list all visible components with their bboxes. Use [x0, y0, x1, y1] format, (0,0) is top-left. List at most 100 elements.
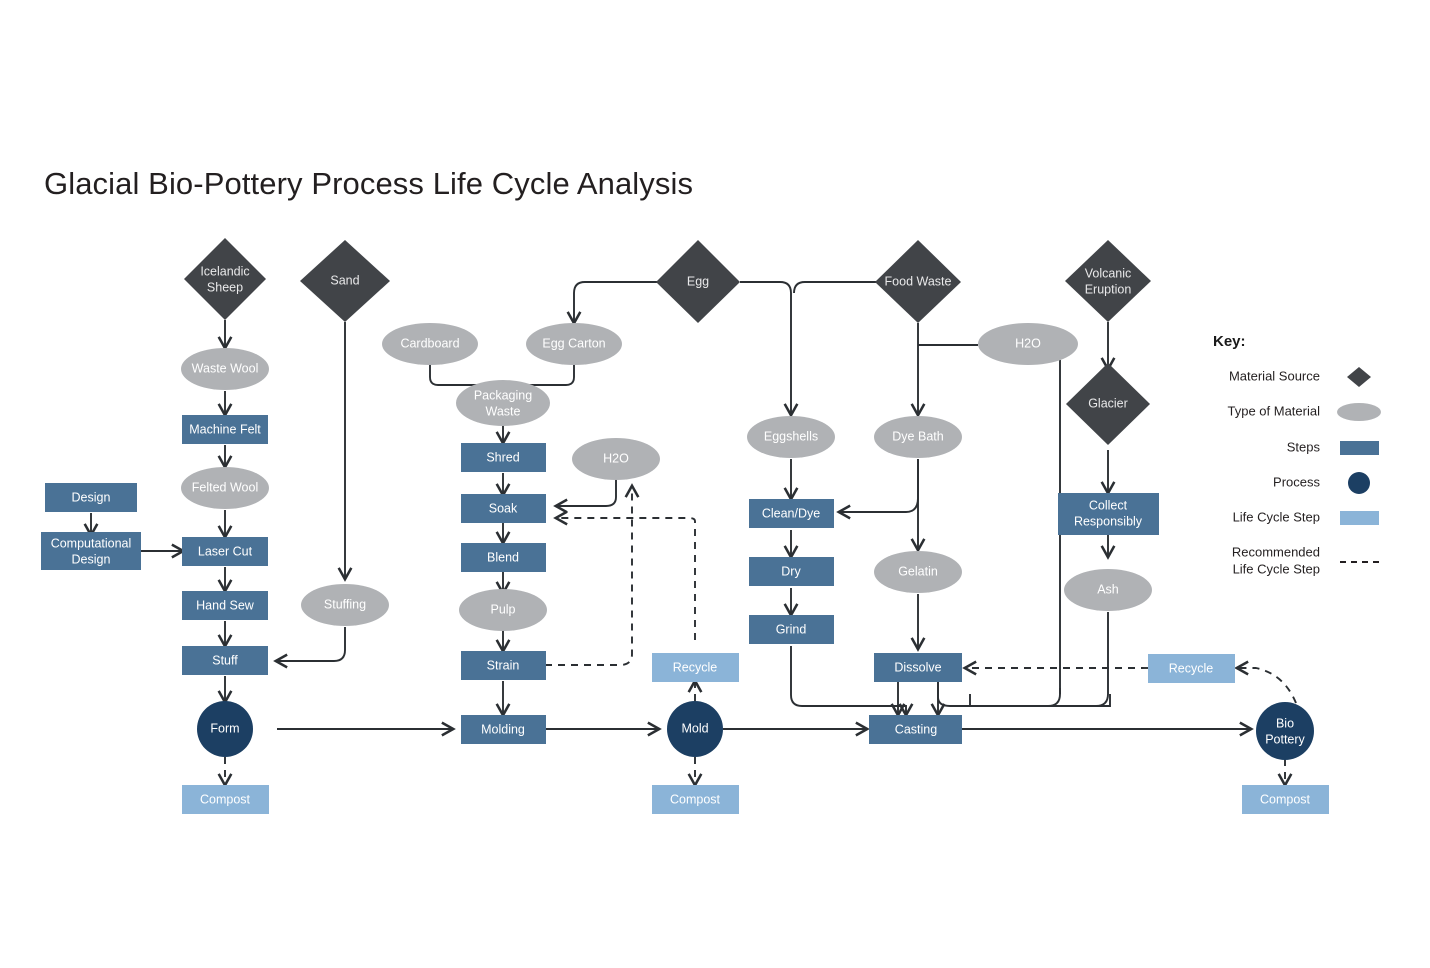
node-recycle-right[interactable]: Recycle [1148, 654, 1235, 683]
process-circle-icon [1348, 472, 1370, 494]
node-egg-carton[interactable]: Egg Carton [526, 323, 622, 365]
node-label: Gelatin [898, 564, 938, 578]
node-strain[interactable]: Strain [461, 651, 546, 680]
node-label: Eggshells [764, 429, 818, 443]
node-soak[interactable]: Soak [461, 494, 546, 523]
material-source-diamond-icon [1347, 367, 1371, 387]
node-h2o-right[interactable]: H2O [978, 323, 1078, 365]
node-bio-pottery[interactable]: Bio Pottery [1256, 702, 1314, 760]
node-label: Recycle [673, 660, 718, 674]
node-compost-right[interactable]: Compost [1242, 785, 1329, 814]
node-label: Food Waste [885, 274, 952, 288]
node-label: Icelandic [200, 264, 249, 278]
node-packaging-waste[interactable]: Packaging Waste [456, 380, 550, 426]
node-label: Volcanic [1085, 266, 1132, 280]
node-label: Stuffing [324, 597, 366, 611]
node-shred[interactable]: Shred [461, 443, 546, 472]
key-label-recommended-line2: Life Cycle Step [1233, 561, 1320, 576]
node-clean-dye[interactable]: Clean/Dye [749, 499, 834, 528]
node-compost-left[interactable]: Compost [182, 785, 269, 814]
node-waste-wool[interactable]: Waste Wool [181, 348, 269, 390]
edge-h2oright-down [969, 360, 1061, 707]
node-stuffing[interactable]: Stuffing [301, 584, 389, 626]
node-grind[interactable]: Grind [749, 615, 834, 644]
node-label: Ash [1097, 582, 1119, 596]
node-label: Computational [51, 536, 132, 550]
steps-rect-icon [1340, 441, 1379, 455]
node-label: Casting [895, 722, 937, 736]
node-label: Pottery [1265, 732, 1305, 746]
edge-h2o-soak [557, 474, 617, 506]
key-label-recommended-line1: Recommended [1232, 544, 1320, 559]
edge-egg-eggcarton [574, 281, 657, 322]
key-label-material-source: Material Source [1229, 368, 1320, 383]
node-label: Clean/Dye [762, 506, 820, 520]
node-sand[interactable]: Sand [300, 240, 390, 322]
node-label: Strain [487, 658, 520, 672]
key-label-type-of-material: Type of Material [1228, 403, 1321, 418]
node-casting[interactable]: Casting [869, 715, 962, 744]
page-title: Glacial Bio-Pottery Process Life Cycle A… [44, 166, 694, 201]
node-label: Collect [1089, 498, 1128, 512]
node-food-waste[interactable]: Food Waste [875, 240, 961, 323]
node-blend[interactable]: Blend [461, 543, 546, 572]
life-cycle-step-rect-icon [1340, 511, 1379, 525]
node-dry[interactable]: Dry [749, 557, 834, 586]
key-heading: Key: [1213, 333, 1246, 350]
node-design[interactable]: Design [45, 483, 137, 512]
node-dye-bath[interactable]: Dye Bath [874, 416, 962, 458]
node-collect-responsibly[interactable]: Collect Responsibly [1058, 493, 1159, 535]
node-label: H2O [603, 451, 629, 465]
node-label: Cardboard [400, 336, 459, 350]
nodes-layer: Icelandic Sheep Sand Egg Food Waste [41, 238, 1329, 814]
node-stuff[interactable]: Stuff [182, 646, 268, 675]
node-compost-mid[interactable]: Compost [652, 785, 739, 814]
node-label: Packaging [474, 388, 532, 402]
node-computational-design[interactable]: Computational Design [41, 532, 141, 570]
node-machine-felt[interactable]: Machine Felt [182, 415, 268, 444]
node-cardboard[interactable]: Cardboard [382, 323, 478, 365]
node-pulp[interactable]: Pulp [459, 589, 547, 631]
node-ash[interactable]: Ash [1064, 569, 1152, 611]
node-recycle-mid[interactable]: Recycle [652, 653, 739, 682]
node-label: Soak [489, 501, 518, 515]
node-label: Waste [486, 404, 521, 418]
node-label: Machine Felt [189, 422, 261, 436]
node-label: Egg [687, 274, 709, 288]
node-label: Egg Carton [542, 336, 605, 350]
node-label: Responsibly [1074, 514, 1143, 528]
edge-ash-casting [986, 612, 1109, 707]
node-volcanic-eruption[interactable]: Volcanic Eruption [1065, 240, 1151, 322]
node-gelatin[interactable]: Gelatin [874, 551, 962, 593]
node-eggshells[interactable]: Eggshells [747, 416, 835, 458]
node-label: Eruption [1085, 282, 1132, 296]
node-form[interactable]: Form [197, 701, 253, 757]
node-glacier[interactable]: Glacier [1066, 363, 1150, 445]
edge-stuffing-stuff [277, 627, 346, 661]
key-label-steps: Steps [1287, 439, 1321, 454]
node-dissolve[interactable]: Dissolve [874, 653, 962, 682]
node-label: Design [72, 552, 111, 566]
node-egg[interactable]: Egg [656, 240, 740, 323]
edge-grind-casting [790, 646, 906, 714]
node-label: Mold [681, 721, 708, 735]
node-label: Dye Bath [892, 429, 943, 443]
node-label: Hand Sew [196, 598, 255, 612]
node-hand-sew[interactable]: Hand Sew [182, 591, 268, 620]
key-label-process: Process [1273, 474, 1320, 489]
node-label: Compost [1260, 792, 1311, 806]
key-legend: Key: Material Source Type of Material St… [1213, 333, 1381, 576]
node-h2o-pulp[interactable]: H2O [572, 438, 660, 480]
node-molding[interactable]: Molding [461, 715, 546, 744]
node-mold[interactable]: Mold [667, 701, 723, 757]
edge-dissolve-right [937, 682, 1111, 707]
edge-recycle-soak [557, 518, 696, 640]
edge-egg-eggshells [740, 281, 791, 414]
node-icelandic-sheep[interactable]: Icelandic Sheep [184, 238, 266, 320]
node-felted-wool[interactable]: Felted Wool [181, 467, 269, 509]
node-laser-cut[interactable]: Laser Cut [182, 537, 268, 566]
node-label: Blend [487, 550, 519, 564]
node-label: Waste Wool [192, 361, 259, 375]
